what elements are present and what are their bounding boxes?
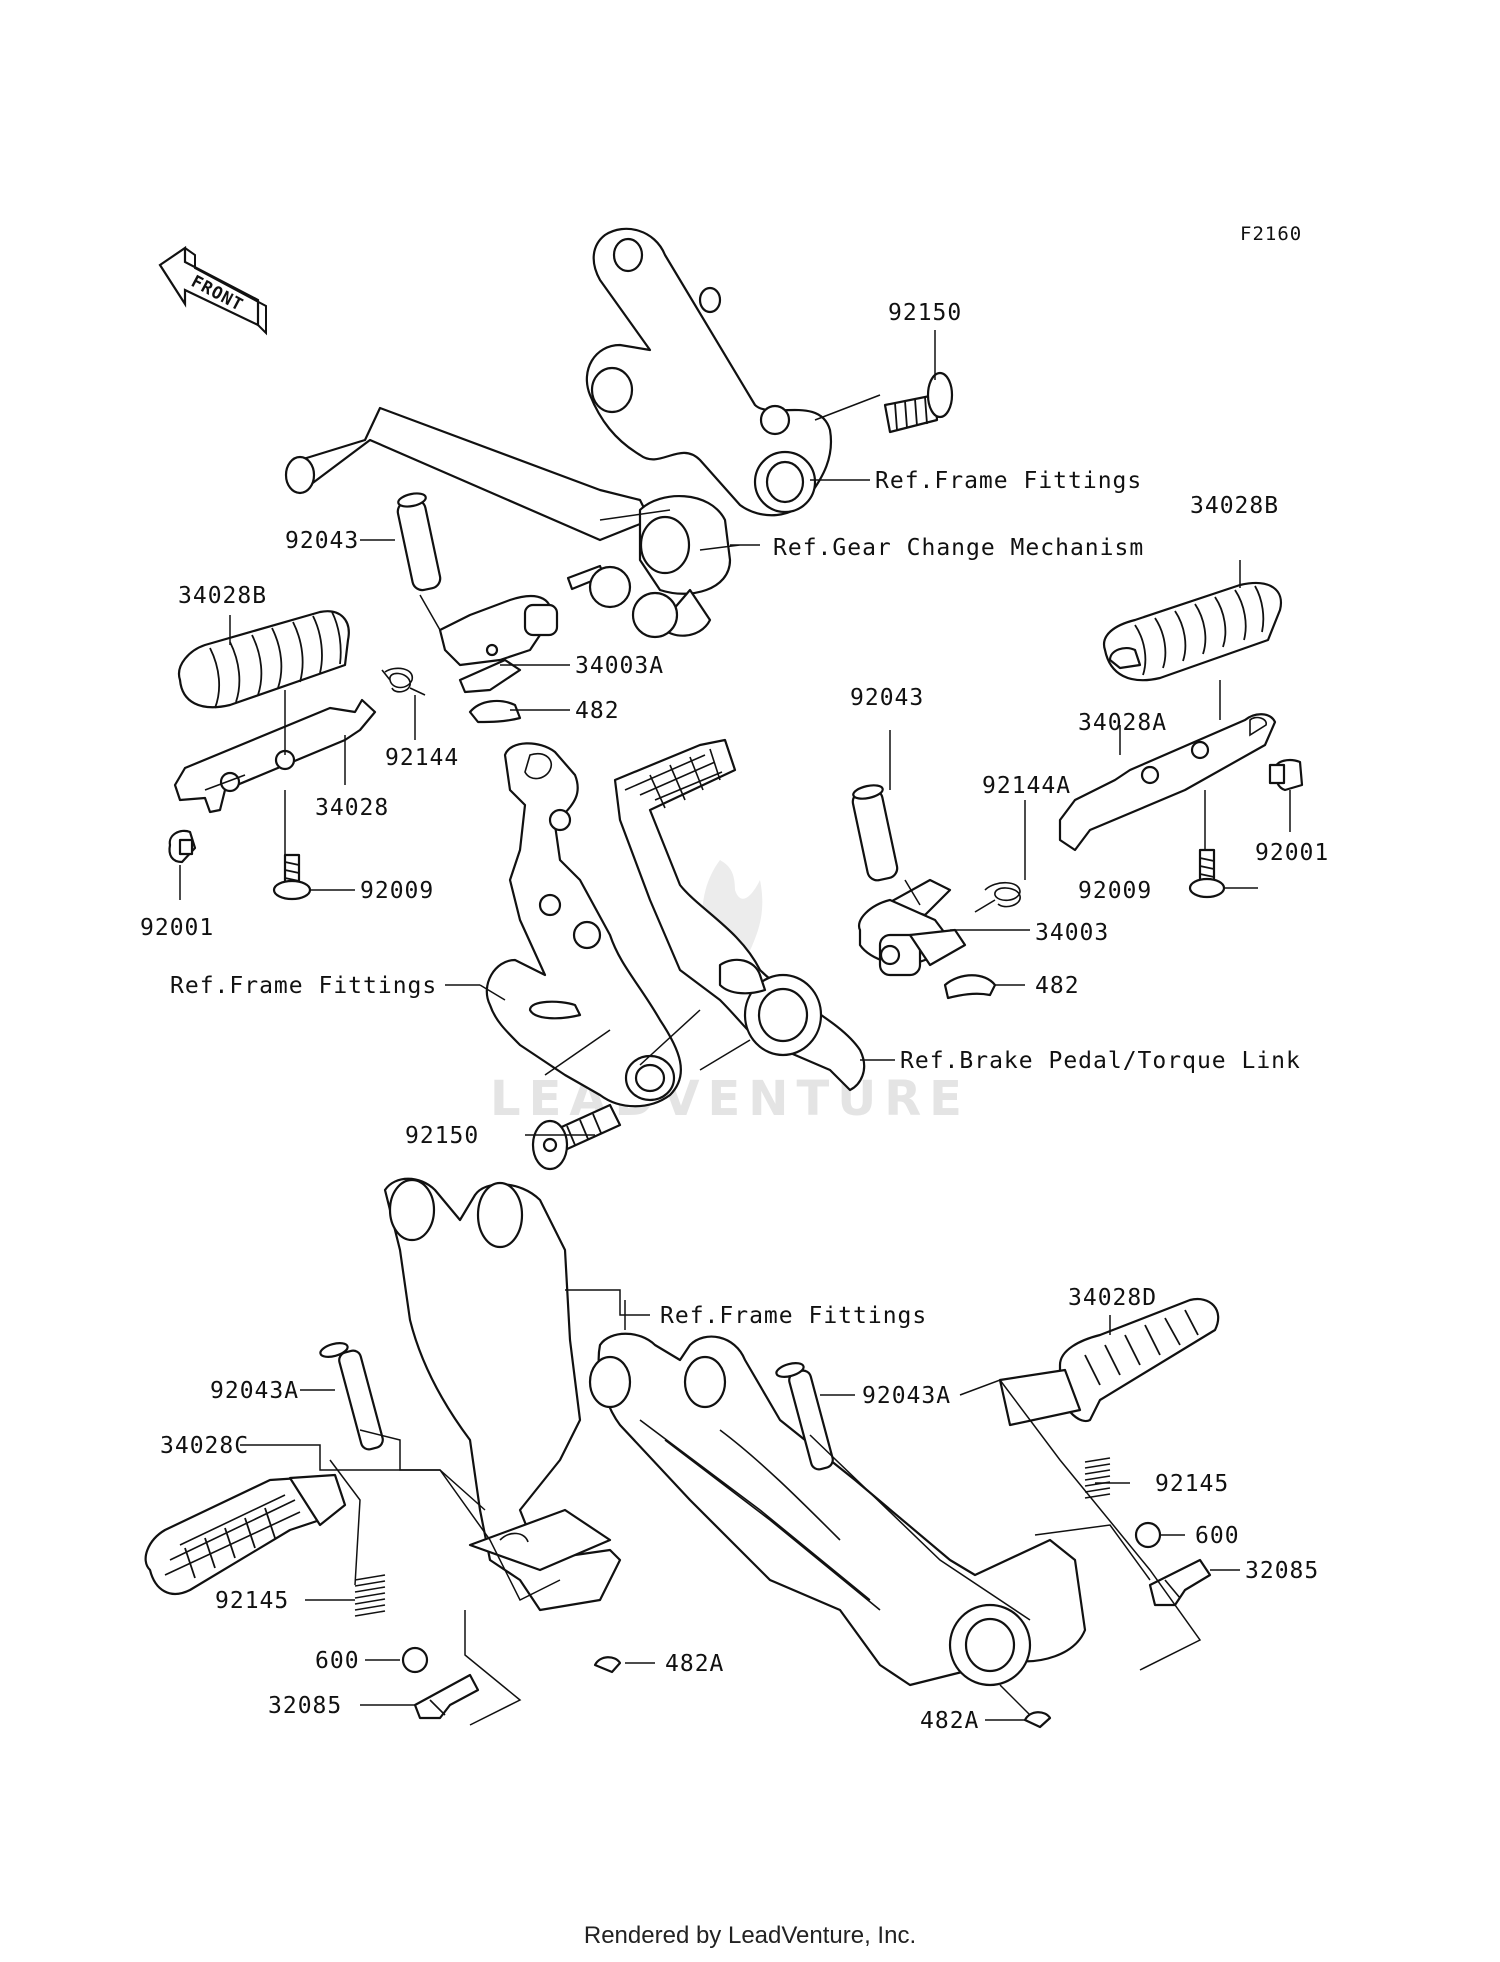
pivot-pin-92043-left [396, 492, 442, 592]
label-92043A-left: 92043A [210, 1378, 299, 1404]
label-482-left: 482 [575, 698, 620, 724]
clip-482A-right [1023, 1711, 1052, 1729]
label-ref-frame-mid: Ref.Frame Fittings [170, 973, 437, 999]
label-34028B-right: 34028B [1190, 493, 1279, 519]
ball-600-left [401, 1646, 429, 1674]
label-32085-left: 32085 [268, 1693, 342, 1719]
label-34028D: 34028D [1068, 1285, 1157, 1311]
pivot-bolt-92150-bottom [531, 1103, 622, 1171]
label-92145-left: 92145 [215, 1588, 289, 1614]
retainer-clip-482-left [468, 699, 522, 724]
label-92144A: 92144A [982, 773, 1071, 799]
shift-lever [284, 406, 732, 639]
label-92043A-right: 92043A [862, 1383, 951, 1409]
spring-92145-left [354, 1574, 386, 1617]
footpeg-34028B-right [1102, 581, 1283, 682]
clevis-34003A [438, 564, 632, 694]
footpeg-bracket-34028A-right [1058, 713, 1277, 852]
screw-92001-left [168, 829, 197, 864]
label-34028: 34028 [315, 795, 389, 821]
leader-lines [179, 330, 1291, 1726]
label-34028C: 34028C [160, 1433, 249, 1459]
upper-hanger-bracket [585, 227, 833, 517]
label-482-right: 482 [1035, 973, 1080, 999]
label-92150-top: 92150 [888, 300, 962, 326]
rider-hanger-bracket-right [485, 742, 682, 1108]
label-32085-right: 32085 [1245, 1558, 1319, 1584]
label-482A-left: 482A [665, 1651, 724, 1677]
front-arrow-icon: FRONT [158, 245, 267, 336]
brake-pedal [613, 738, 866, 1092]
retainer-clip-482-right [943, 974, 997, 1000]
pivot-pin-92043A-right [775, 1362, 834, 1471]
diagram-code: F2160 [1240, 223, 1302, 245]
label-92001-right: 92001 [1255, 840, 1329, 866]
spring-92144 [381, 667, 426, 696]
label-34028A: 34028A [1078, 710, 1167, 736]
label-ref-gear-change: Ref.Gear Change Mechanism [773, 535, 1144, 561]
bolt-92009-left [272, 853, 312, 901]
label-34028B-left: 34028B [178, 583, 267, 609]
clip-482A-left [593, 1656, 622, 1674]
ball-600-right [1134, 1521, 1162, 1549]
footpeg-34028D-right [998, 1297, 1220, 1427]
watermark-text: LEADVENTURE [490, 1071, 970, 1127]
detent-32085-left [413, 1673, 480, 1720]
label-600-right: 600 [1195, 1523, 1240, 1549]
pivot-bolt-92150-top [883, 371, 954, 434]
label-92009-left: 92009 [360, 878, 434, 904]
label-ref-frame-top: Ref.Frame Fittings [875, 468, 1142, 494]
footer-credit: Rendered by LeadVenture, Inc. [583, 1922, 917, 1949]
label-600-left: 600 [315, 1648, 360, 1674]
label-92150-bottom: 92150 [405, 1123, 479, 1149]
label-482A-right: 482A [920, 1708, 979, 1734]
pivot-pin-92043-right [851, 784, 899, 882]
label-92043-left: 92043 [285, 528, 359, 554]
spring-92145-right [1084, 1457, 1111, 1499]
label-92043-right: 92043 [850, 685, 924, 711]
pivot-pin-92043A-left [319, 1342, 384, 1451]
label-92144: 92144 [385, 745, 459, 771]
label-34003: 34003 [1035, 920, 1109, 946]
spring-92144A [974, 881, 1021, 913]
label-92001-left: 92001 [140, 915, 214, 941]
detent-32085-right [1148, 1558, 1212, 1607]
footpeg-34028C-left [144, 1473, 347, 1596]
passenger-hanger-left [383, 1177, 622, 1612]
clevis-34003 [857, 878, 967, 977]
footpeg-34028B-left [177, 610, 350, 709]
bolt-92009-right [1188, 848, 1226, 899]
label-92009-right: 92009 [1078, 878, 1152, 904]
label-92145-right: 92145 [1155, 1471, 1229, 1497]
label-ref-frame-bottom: Ref.Frame Fittings [660, 1303, 927, 1329]
label-ref-brake: Ref.Brake Pedal/Torque Link [900, 1048, 1301, 1074]
passenger-hanger-right [588, 1332, 1087, 1687]
screw-92001-right [1268, 759, 1304, 792]
label-34003A: 34003A [575, 653, 664, 679]
